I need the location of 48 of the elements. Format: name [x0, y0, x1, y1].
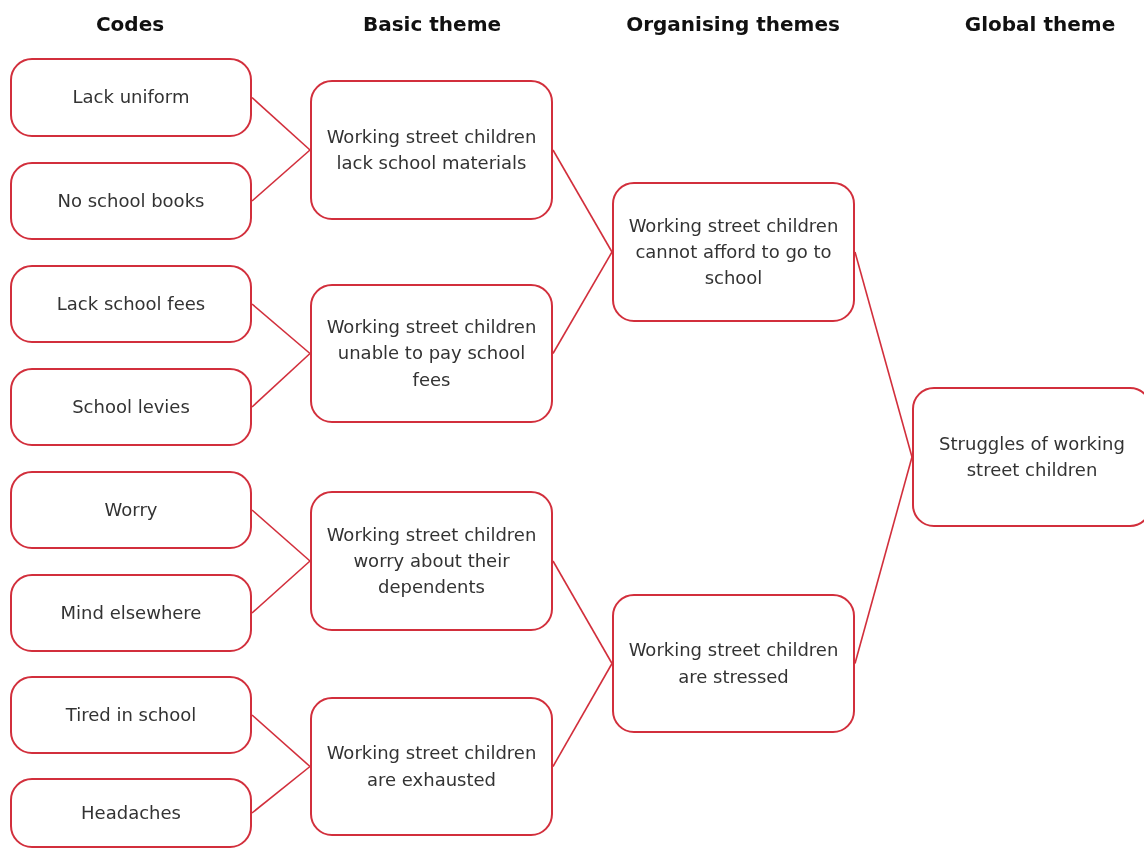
theme-box [10, 368, 252, 446]
connector-line [251, 714, 311, 768]
theme-box [612, 182, 855, 322]
column-heading: Organising themes [626, 12, 840, 36]
connector-line [251, 96, 311, 151]
box-text: Mind elsewhere [60, 600, 202, 625]
box-text: School levies [72, 394, 190, 419]
box-text: Tired in school [65, 702, 197, 727]
theme-box [310, 80, 553, 220]
box-text: Lack uniform [72, 85, 190, 110]
theme-box [10, 162, 252, 240]
box-text: Lack school fees [56, 291, 206, 316]
theme-box [310, 491, 553, 631]
column-heading: Basic theme [362, 12, 502, 36]
theme-box [10, 265, 252, 343]
column-heading: Codes [95, 12, 165, 36]
theme-box [912, 387, 1144, 527]
connector-line [854, 456, 913, 665]
box-text: Headaches [81, 800, 181, 825]
box-text: Working street children are stressed [627, 638, 840, 689]
connector-line [251, 352, 311, 408]
theme-box [10, 676, 252, 754]
box-text: Working street children worry about their dependents [325, 522, 538, 600]
box-text: Working street children lack school materials [325, 124, 538, 175]
column-heading: Global theme [964, 12, 1116, 36]
box-text: Working street children cannot afford to go to school [627, 213, 840, 291]
connector-line [552, 560, 613, 665]
theme-box [10, 778, 252, 848]
theme-box [310, 284, 553, 423]
box-text: Worry [104, 497, 158, 522]
connector-line [251, 765, 311, 814]
box-text: Working street children unable to pay school fees [325, 315, 538, 392]
box-text: Struggles of working street children [938, 431, 1126, 482]
connector-line [251, 303, 311, 355]
connector-line [251, 149, 311, 202]
connector-line [251, 560, 311, 614]
connector-line [854, 251, 913, 458]
connector-line [552, 149, 613, 253]
box-text: Working street children are exhausted [325, 741, 538, 792]
connector-line [552, 662, 613, 768]
theme-box [10, 471, 252, 549]
connector-line [552, 251, 613, 355]
theme-box [10, 574, 252, 652]
connector-line [251, 509, 311, 562]
box-text: No school books [57, 188, 205, 213]
theme-box [612, 594, 855, 733]
theme-box [10, 58, 252, 137]
theme-box [310, 697, 553, 836]
